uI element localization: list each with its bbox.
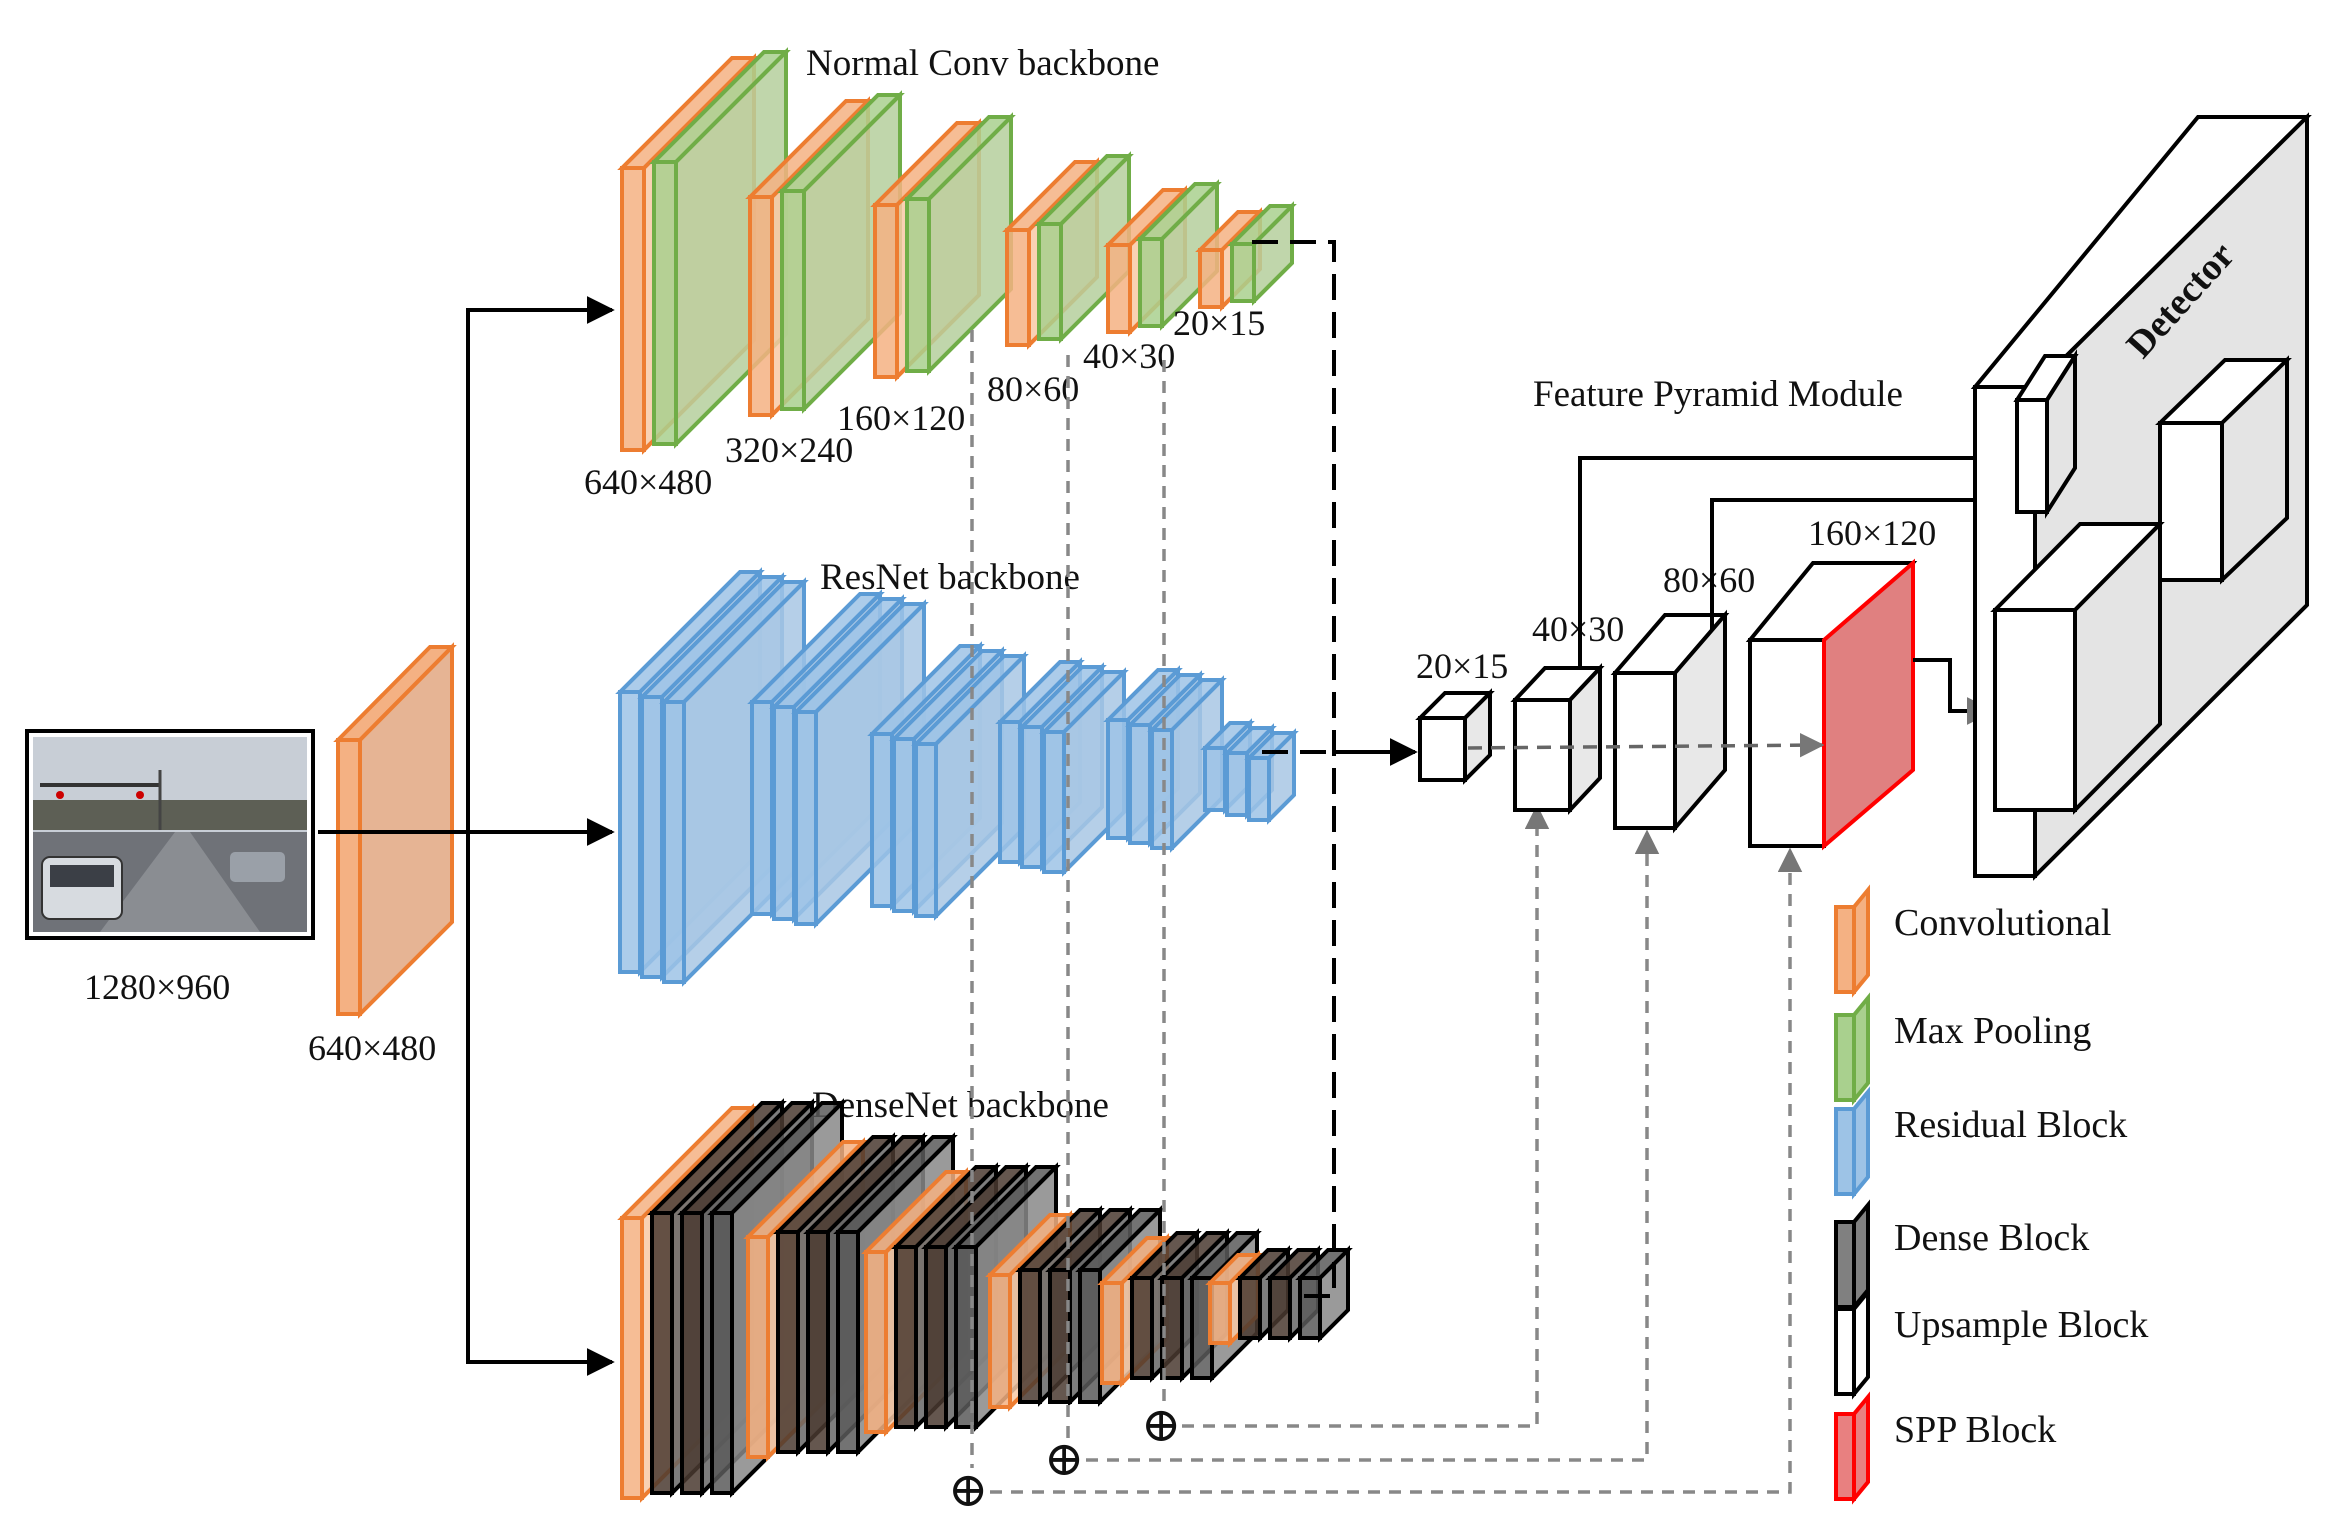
legend-label: Upsample Block <box>1894 1304 2148 1346</box>
input-image <box>25 729 315 940</box>
fpm-size-80: 80×60 <box>1663 560 1755 600</box>
split-arrows <box>318 296 615 1376</box>
normal-size-80: 80×60 <box>987 369 1079 409</box>
legend-item-max-pooling: Max Pooling <box>1834 992 2091 1106</box>
first-conv-size-label: 640×480 <box>308 1028 436 1068</box>
legend-label: Max Pooling <box>1894 1010 2091 1052</box>
densenet-backbone <box>617 1098 1353 1503</box>
legend-item-convolutional: Convolutional <box>1834 884 2111 998</box>
sum-symbol-2: ⊕ <box>1044 1433 1084 1486</box>
legend-item-dense-block: Dense Block <box>1834 1199 2089 1313</box>
detector-head-small <box>2013 349 2079 519</box>
normal-size-20: 20×15 <box>1173 303 1265 343</box>
pool-layer <box>1034 151 1134 344</box>
legend-label: SPP Block <box>1894 1409 2056 1451</box>
pool-layer <box>1227 201 1297 306</box>
resnet-backbone-title: ResNet backbone <box>820 557 1080 598</box>
legend-label: Dense Block <box>1894 1217 2089 1259</box>
skip-connections <box>970 330 1803 1494</box>
fpm-title: Feature Pyramid Module <box>1533 374 1903 415</box>
fpm-block-160 <box>1745 558 1918 851</box>
normal-size-320: 320×240 <box>725 430 853 470</box>
legend-item-spp-block: SPP Block <box>1834 1391 2056 1505</box>
dense-block <box>1295 1245 1353 1343</box>
detector-head-medium <box>2155 355 2292 585</box>
legend-label: Convolutional <box>1894 902 2111 944</box>
legend-label: Residual Block <box>1894 1104 2127 1146</box>
densenet-backbone-title: DenseNet backbone <box>812 1085 1109 1126</box>
sum-symbol-3: ⊕ <box>1141 1399 1181 1452</box>
resnet-backbone <box>615 567 1299 987</box>
backbone-merge-line <box>1252 240 1418 1298</box>
fpm-block-80 <box>1610 609 1730 834</box>
fpm-block-20 <box>1415 688 1495 785</box>
first-conv-layer <box>333 642 457 1019</box>
fpm-size-160: 160×120 <box>1808 513 1936 553</box>
normal-size-160: 160×120 <box>837 398 965 438</box>
legend-item-upsample-block: Upsample Block <box>1834 1286 2148 1400</box>
normal-size-640: 640×480 <box>584 462 712 502</box>
normal-conv-backbone <box>617 47 1297 455</box>
input-size-label: 1280×960 <box>84 967 230 1007</box>
fpm-size-20: 20×15 <box>1416 646 1508 686</box>
normal-size-40: 40×30 <box>1083 336 1175 376</box>
normal-backbone-title: Normal Conv backbone <box>806 43 1159 84</box>
detector-head-large <box>1990 519 2165 815</box>
residual-block <box>1244 728 1299 825</box>
fpm-internal-flow <box>1467 732 1825 758</box>
legend-item-residual-block: Residual Block <box>1834 1086 2127 1200</box>
fpm-block-40 <box>1510 662 1605 816</box>
sum-symbol-1: ⊕ <box>948 1464 988 1517</box>
